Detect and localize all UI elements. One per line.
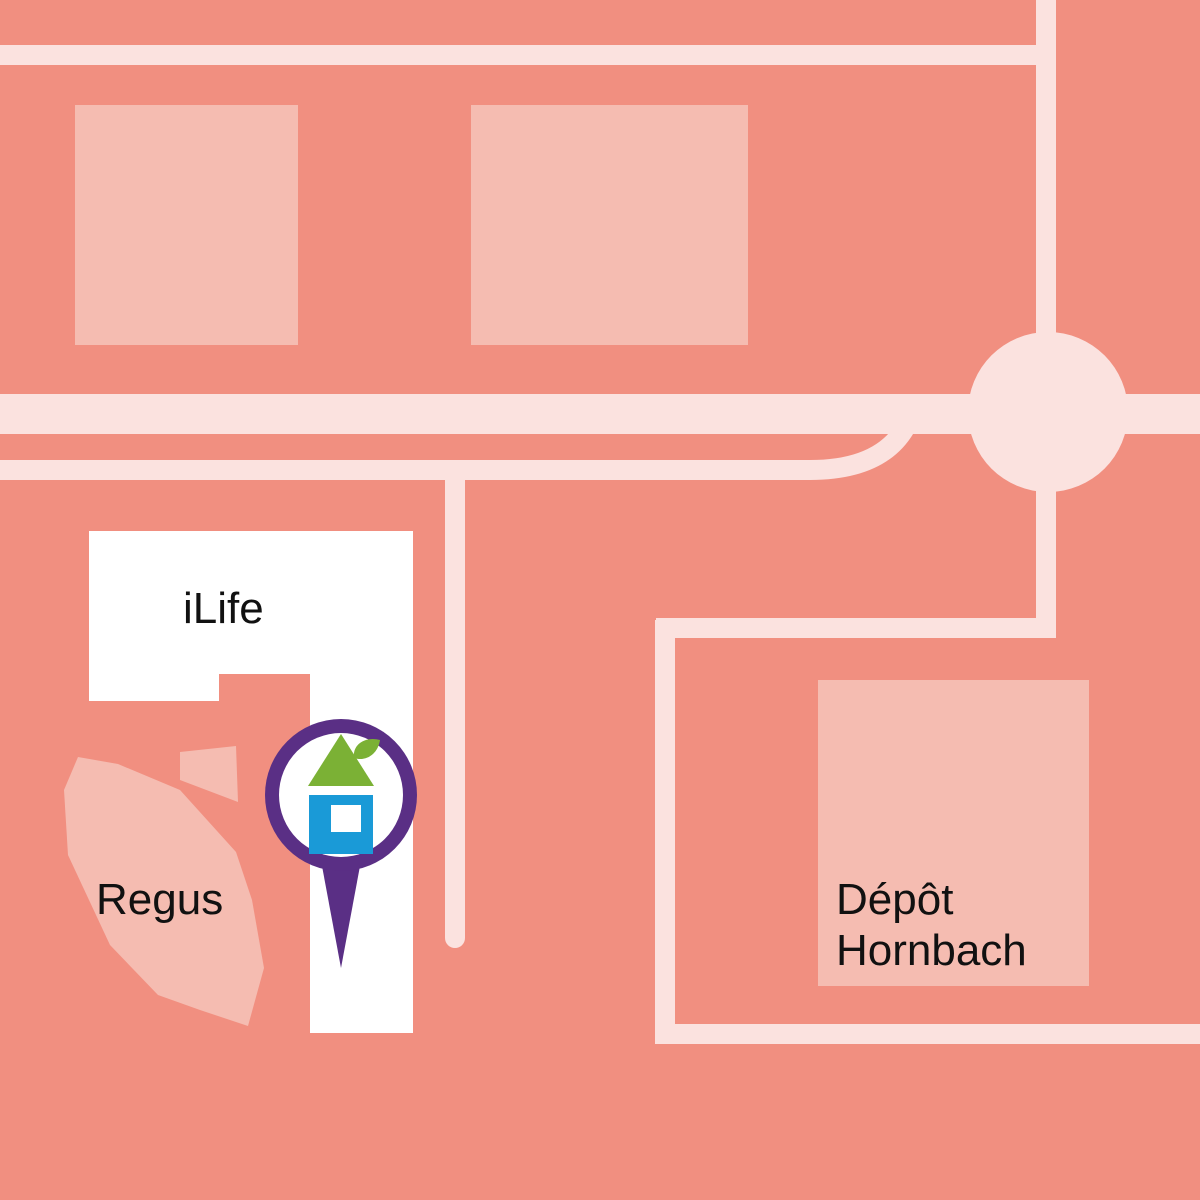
roundabout <box>968 332 1128 492</box>
house-location-pin-icon[interactable] <box>265 719 417 968</box>
regus-annex <box>180 746 238 802</box>
regus-label: Regus <box>96 875 223 924</box>
leaf-icon <box>353 738 380 760</box>
block-top-left <box>75 105 298 345</box>
depot-label-line2: Hornbach <box>836 926 1027 975</box>
road-side-curve <box>0 418 915 480</box>
block-top-center <box>471 105 748 345</box>
house-roof-icon <box>308 734 374 786</box>
regus-building <box>64 757 264 1026</box>
depot-label-line1: Dépôt <box>836 875 953 924</box>
pin-tail <box>322 866 360 968</box>
ilife-label: iLife <box>183 584 264 633</box>
depot-hornbach-building <box>818 680 1089 986</box>
house-window-icon <box>331 805 361 832</box>
